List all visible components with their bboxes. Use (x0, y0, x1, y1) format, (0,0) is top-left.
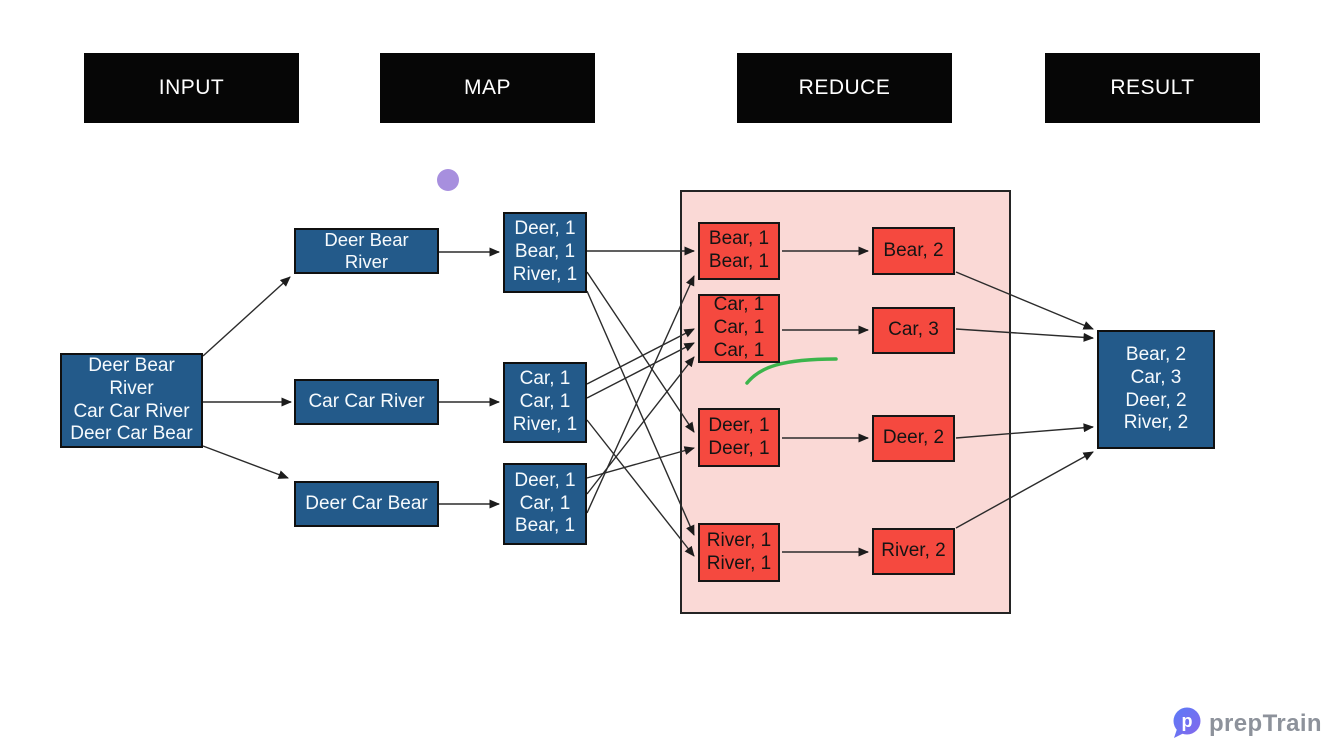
arrows-input-to-splits (202, 276, 292, 479)
header-input: INPUT (84, 53, 299, 123)
map-output-line: River, 1 (512, 413, 578, 435)
header-reduce-label: REDUCE (798, 76, 891, 99)
map-output-line: Deer, 1 (514, 469, 576, 491)
reduce-output-deer: Deer, 2 (872, 415, 955, 462)
result-node-line: Bear, 2 (1125, 343, 1187, 365)
split-node-line: River (344, 251, 389, 272)
result-node: Bear, 2 Car, 3 Deer, 2 River, 2 (1097, 330, 1215, 449)
input-node-line: Car Car River (73, 400, 190, 422)
header-map-label: MAP (463, 76, 511, 99)
map-output-line: Car, 1 (519, 492, 571, 514)
map-output-line: Car, 1 (519, 368, 571, 390)
header-map: MAP (380, 53, 595, 123)
reduce-output-label: River, 2 (881, 540, 946, 562)
header-result-label: RESULT (1110, 76, 1195, 99)
shuffle-node-line: Car, 1 (713, 294, 765, 316)
shuffle-node-line: River, 1 (706, 552, 772, 574)
map-output-line: River, 1 (512, 263, 578, 285)
reduce-output-bear: Bear, 2 (872, 227, 955, 275)
shuffle-node-river: River, 1 River, 1 (698, 523, 780, 582)
split-node-deer-bear-river: Deer Bear River (294, 228, 439, 274)
result-node-line: River, 2 (1123, 412, 1189, 434)
reduce-output-label: Car, 3 (888, 319, 939, 341)
map-output-line: Bear, 1 (514, 241, 576, 263)
header-reduce: REDUCE (737, 53, 952, 123)
shuffle-node-deer: Deer, 1 Deer, 1 (698, 408, 780, 467)
header-input-label: INPUT (158, 76, 225, 99)
input-node-line: Deer Bear (88, 354, 175, 376)
shuffle-node-line: Deer, 1 (708, 414, 770, 436)
shuffle-node-line: Bear, 1 (708, 251, 770, 272)
split-node-deer-car-bear: Deer Car Bear (294, 481, 439, 527)
svg-text:p: p (1182, 711, 1193, 731)
preptrain-logo: p prepTrain (1170, 706, 1322, 742)
preptrain-logo-icon: p (1173, 707, 1201, 738)
split-node-car-car-river: Car Car River (294, 379, 439, 425)
map-output-node-2: Car, 1 Car, 1 River, 1 (503, 362, 587, 443)
shuffle-node-line: Deer, 1 (708, 437, 770, 459)
reduce-output-car: Car, 3 (872, 307, 955, 354)
split-node-line: Car Car River (308, 390, 425, 412)
input-node: Deer Bear River Car Car River Deer Car B… (60, 353, 203, 448)
shuffle-node-line: Bear, 1 (708, 228, 770, 250)
map-output-node-1: Deer, 1 Bear, 1 River, 1 (503, 212, 587, 293)
map-output-line: Deer, 1 (514, 218, 576, 240)
shuffle-node-line: River, 1 (706, 529, 772, 551)
shuffle-node-car: Car, 1 Car, 1 Car, 1 (698, 294, 780, 363)
shuffle-node-line: Car, 1 (713, 317, 765, 339)
arrows-splits-to-map (439, 247, 500, 509)
input-node-line: River (109, 377, 154, 399)
reduce-output-river: River, 2 (872, 528, 955, 575)
shuffle-node-line: Car, 1 (713, 339, 765, 361)
purple-dot-annotation (437, 169, 459, 191)
shuffle-node-bear: Bear, 1 Bear, 1 (698, 222, 780, 280)
preptrain-logo-text: prepTrain (1209, 710, 1322, 737)
header-result: RESULT (1045, 53, 1260, 123)
result-node-line: Car, 3 (1130, 366, 1182, 388)
arrows-reduce (782, 246, 869, 557)
map-output-node-3: Deer, 1 Car, 1 Bear, 1 (503, 463, 587, 545)
map-output-line: Car, 1 (519, 391, 571, 413)
reduce-output-label: Bear, 2 (883, 239, 944, 261)
arrows-shuffle (586, 246, 695, 557)
arrows-to-result (955, 271, 1094, 529)
result-node-line: Deer, 2 (1125, 389, 1187, 411)
green-scribble-annotation (745, 357, 838, 385)
reduce-output-label: Deer, 2 (882, 427, 945, 449)
split-node-line: Deer Bear (324, 228, 409, 250)
split-node-line: Deer Car Bear (305, 492, 428, 514)
input-node-line: Deer Car Bear (70, 423, 193, 445)
map-output-line: Bear, 1 (514, 515, 576, 537)
